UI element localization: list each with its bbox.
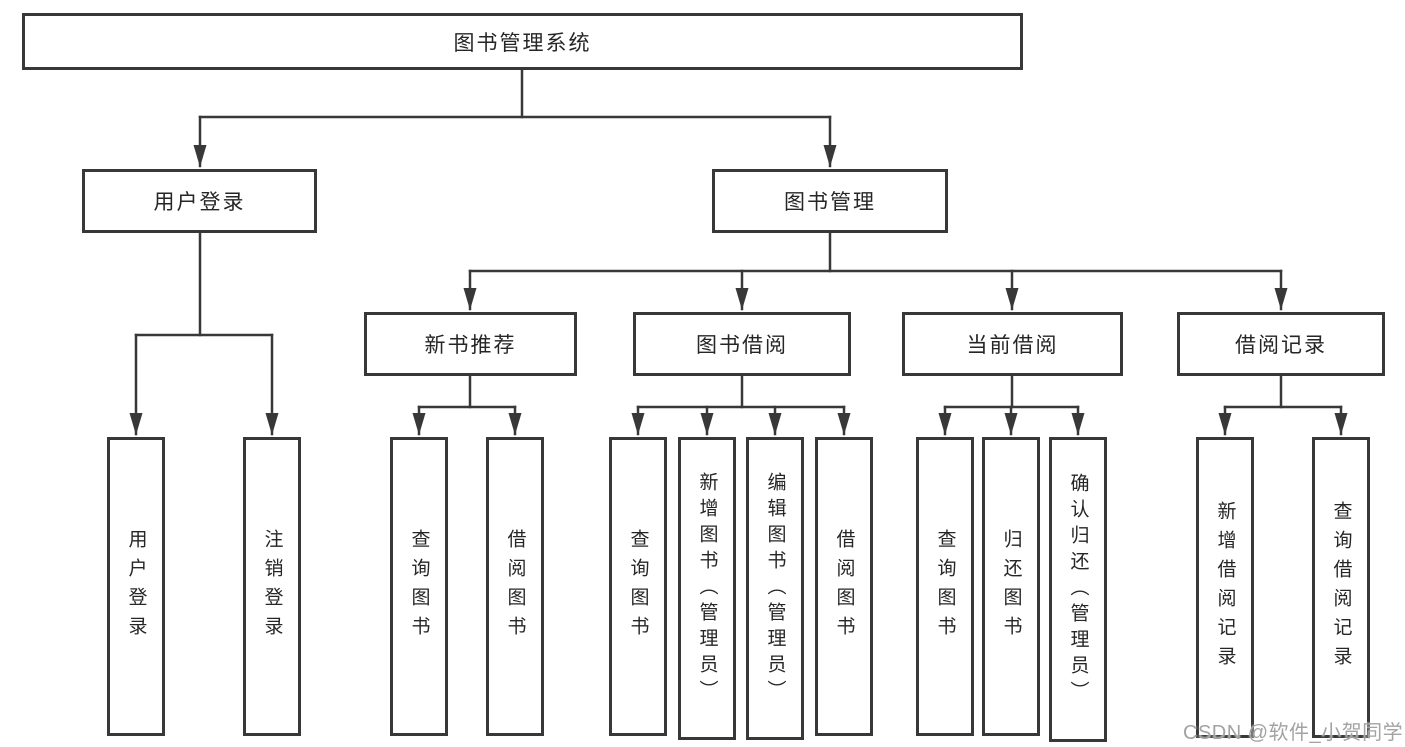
node-borrowing-records: 借阅记录 (1177, 312, 1385, 376)
node-book-borrowing: 图书借阅 (633, 312, 851, 376)
node-label: 借阅图书 (504, 528, 526, 645)
leaf-query-books-3: 查询图书 (916, 437, 974, 736)
node-current-borrowing: 当前借阅 (902, 312, 1123, 376)
leaf-query-books-2: 查询图书 (609, 437, 667, 736)
node-label: 图书管理系统 (453, 31, 592, 55)
node-label: 借阅记录 (1235, 334, 1327, 357)
node-label: 用户登录 (153, 191, 246, 214)
node-new-book-recommend: 新书推荐 (364, 312, 577, 376)
node-user-login: 用户登录 (82, 169, 317, 233)
node-label: 新增图书（管理员） (696, 471, 718, 706)
node-label: 当前借阅 (966, 334, 1059, 357)
node-label: 图书管理 (784, 191, 876, 214)
node-library-management-system: 图书管理系统 (22, 13, 1023, 70)
node-label: 确认归还（管理员） (1067, 472, 1089, 707)
node-label: 查询图书 (408, 528, 430, 645)
leaf-logout: 注销登录 (243, 437, 301, 736)
leaf-edit-books-admin: 编辑图书（管理员） (746, 437, 804, 740)
node-label: 用户登录 (125, 528, 147, 645)
leaf-confirm-return-admin: 确认归还（管理员） (1049, 437, 1107, 742)
node-label: 新增借阅记录 (1214, 500, 1236, 675)
node-label: 借阅图书 (833, 528, 855, 645)
node-label: 归还图书 (1000, 528, 1022, 645)
leaf-return-books: 归还图书 (982, 437, 1040, 736)
node-label: 查询借阅记录 (1330, 500, 1352, 675)
node-label: 新书推荐 (424, 334, 517, 357)
leaf-borrow-books-1: 借阅图书 (486, 437, 544, 736)
node-label: 图书借阅 (696, 334, 788, 357)
leaf-borrow-books-2: 借阅图书 (815, 437, 873, 736)
leaf-add-books-admin: 新增图书（管理员） (678, 437, 736, 740)
node-label: 查询图书 (627, 528, 649, 645)
node-label: 编辑图书（管理员） (764, 471, 786, 706)
leaf-user-login: 用户登录 (107, 437, 165, 736)
csdn-watermark: CSDN @软件_小贺同学 (1183, 722, 1404, 744)
node-label: 注销登录 (261, 528, 283, 645)
leaf-query-borrow-record: 查询借阅记录 (1312, 437, 1370, 738)
node-label: 查询图书 (934, 528, 956, 645)
leaf-add-borrow-record: 新增借阅记录 (1196, 437, 1254, 738)
node-book-management: 图书管理 (712, 169, 948, 233)
leaf-query-books-1: 查询图书 (390, 437, 448, 736)
